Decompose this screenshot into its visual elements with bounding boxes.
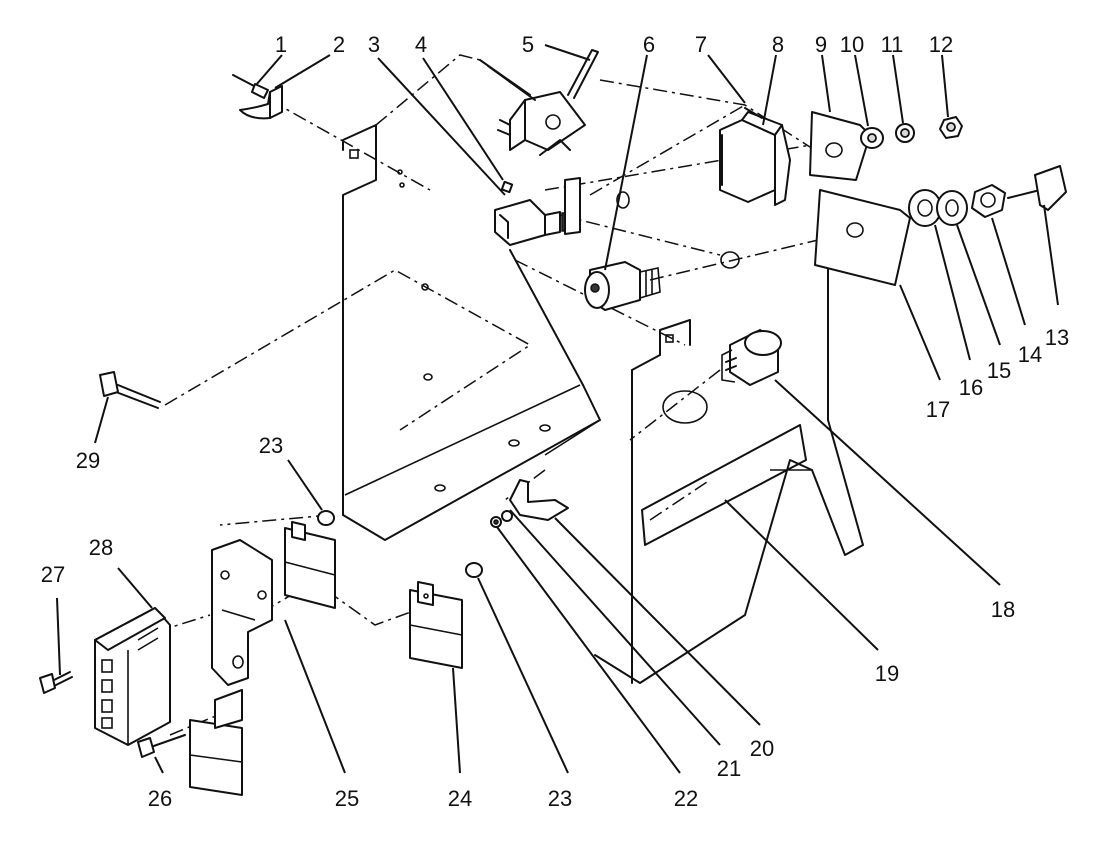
small-clip — [500, 180, 514, 194]
callout-18: 18 — [991, 597, 1015, 622]
callout-29: 29 — [76, 448, 100, 473]
callout-28: 28 — [89, 535, 113, 560]
circuit-breaker — [721, 329, 782, 386]
callout-25: 25 — [335, 786, 359, 811]
callout-5: 5 — [522, 32, 534, 57]
micro-switch — [479, 49, 599, 156]
callout-22: 22 — [674, 786, 698, 811]
callout-10: 10 — [840, 32, 864, 57]
callout-3: 3 — [368, 32, 380, 57]
nut-lower — [465, 562, 483, 578]
lamp-socket — [584, 261, 661, 311]
contact-clip — [490, 479, 569, 528]
callout-23-upper: 23 — [259, 433, 283, 458]
callout-7: 7 — [695, 32, 707, 57]
callout-26: 26 — [148, 786, 172, 811]
callout-17: 17 — [926, 397, 950, 422]
callout-1: 1 — [275, 32, 287, 57]
nut-upper — [317, 510, 335, 526]
key-switch-hardware — [908, 165, 1067, 227]
washers-nut — [860, 116, 963, 149]
callout-27: 27 — [41, 562, 65, 587]
relay-lower — [137, 689, 243, 796]
relay-switch — [719, 107, 791, 206]
screw-27 — [39, 671, 73, 694]
callout-13: 13 — [1045, 325, 1069, 350]
relay-module — [409, 581, 463, 669]
control-panel — [342, 54, 864, 684]
callout-19: 19 — [875, 661, 899, 686]
bolt-29 — [99, 371, 161, 409]
callout-8: 8 — [772, 32, 784, 57]
callout-14: 14 — [1018, 342, 1042, 367]
callout-20: 20 — [750, 736, 774, 761]
callout-24: 24 — [448, 786, 472, 811]
callout-2: 2 — [333, 32, 345, 57]
callout-12: 12 — [929, 32, 953, 57]
mounting-plates — [809, 111, 911, 286]
relay-bracket-assembly — [211, 521, 336, 686]
terminal-clip — [232, 74, 283, 120]
leader-lines — [56, 44, 1059, 774]
callout-11: 11 — [881, 32, 904, 57]
fuse-block — [94, 607, 171, 746]
callout-labels: 1 2 3 4 5 6 7 8 9 10 11 12 13 14 15 16 1… — [41, 32, 1069, 811]
mounting-strip — [564, 177, 581, 235]
callout-23-lower: 23 — [548, 786, 572, 811]
toggle-switch — [494, 199, 570, 246]
callout-6: 6 — [643, 32, 655, 57]
callout-16: 16 — [959, 375, 983, 400]
callout-9: 9 — [815, 32, 827, 57]
callout-21: 21 — [717, 756, 741, 781]
callout-4: 4 — [415, 32, 427, 57]
callout-15: 15 — [987, 358, 1011, 383]
